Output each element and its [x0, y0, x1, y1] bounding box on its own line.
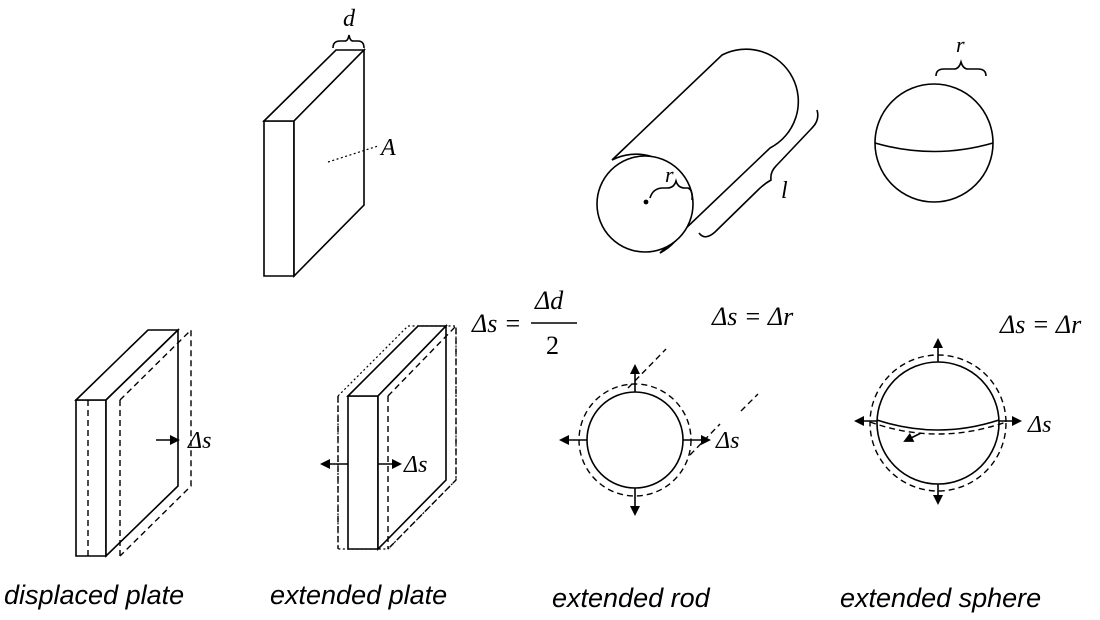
area-label: A [379, 135, 396, 161]
displaced-delta-s: Δs [187, 428, 211, 454]
cylinder-figure: r l [596, 48, 819, 254]
sphere-radius-brace [935, 59, 987, 77]
plate-figure: d A [262, 6, 396, 278]
extended-plate-delta-s: Δs [403, 452, 427, 478]
caption-displaced-plate: displaced plate [4, 580, 184, 610]
extended-plate-figure: Δs [320, 324, 457, 551]
cylinder-center-dot [643, 199, 649, 205]
plate-equation: Δs = Δd 2 [471, 286, 577, 360]
extended-sphere-figure: Δs [854, 338, 1051, 505]
caption-extended-sphere: extended sphere [840, 583, 1041, 613]
caption-extended-plate: extended plate [270, 580, 447, 610]
sphere-figure: r [874, 32, 994, 203]
displaced-plate-figure: Δs [74, 328, 211, 558]
rod-delta-s: Δs [715, 428, 739, 454]
thickness-label: d [343, 6, 356, 32]
thickness-brace [332, 34, 365, 49]
sphere-equation: Δs = Δr [999, 310, 1082, 339]
cylinder-length-brace [698, 109, 819, 238]
plate-eq-numerator: Δd [534, 286, 564, 315]
plate-eq-denominator: 2 [546, 331, 559, 360]
cylinder-radius-label: r [665, 162, 674, 187]
length-label: l [781, 178, 788, 204]
sphere-radius-label: r [956, 32, 965, 57]
plate-eq-lhs: Δs = [471, 309, 521, 338]
extended-rod-figure: Δs [559, 348, 759, 516]
rod-equation: Δs = Δr [711, 302, 794, 331]
cylinder-radius-brace [649, 178, 693, 201]
sphere-delta-s: Δs [1027, 412, 1051, 438]
caption-extended-rod: extended rod [552, 583, 711, 613]
